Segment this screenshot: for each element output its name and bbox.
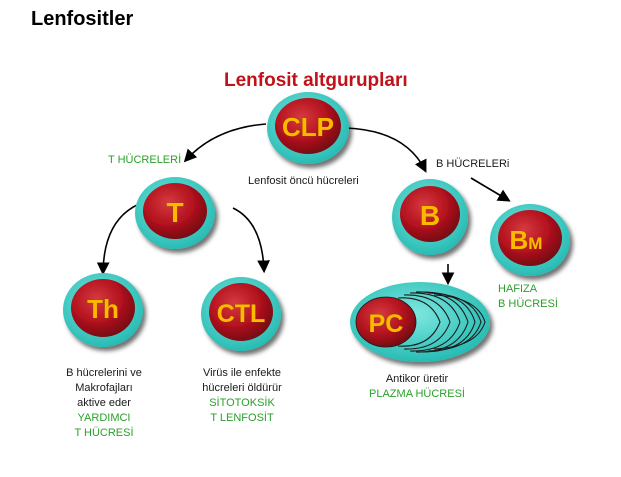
th-desc-line-2: Makrofajları — [75, 382, 133, 394]
clp-caption: Lenfosit öncü hücreleri — [248, 175, 359, 187]
ctl-label: CTL — [217, 300, 266, 328]
b-cells-label: B HÜCRELERi — [436, 158, 510, 170]
arrow-t-to-th — [96, 203, 140, 276]
t-cell — [135, 177, 215, 249]
pc-er-lines — [397, 291, 486, 353]
ctl-cell — [201, 277, 281, 351]
ctl-desc-line-1: Virüs ile enfekte — [202, 367, 282, 379]
th-cell — [63, 273, 143, 347]
bm-label: BM — [510, 225, 543, 255]
t-label: T — [166, 197, 183, 228]
th-green-line-2: T HÜCRESİ — [74, 427, 134, 439]
bm-label-sub: M — [528, 234, 542, 253]
page-title: Lenfositler — [31, 8, 134, 30]
bm-label-main: B — [510, 225, 529, 255]
pc-desc-line-1: Antikor üretir — [385, 373, 449, 385]
ctl-desc-line-2: hücreleri öldürür — [202, 382, 282, 394]
pc-green-line-1: PLAZMA HÜCRESİ — [369, 388, 465, 400]
th-green-line-1: YARDIMCI — [77, 412, 131, 424]
clp-label: CLP — [282, 112, 334, 142]
b-label: B — [420, 200, 440, 231]
th-label: Th — [87, 294, 119, 324]
ctl-green-line-1: SİTOTOKSİK — [209, 397, 275, 409]
memory-line-2: B HÜCRESİ — [498, 298, 558, 310]
arrow-clp-to-t — [183, 123, 267, 163]
memory-line-1: HAFIZA — [498, 283, 538, 295]
pc-caption: Antikor üretir PLAZMA HÜCRESİ — [352, 372, 482, 402]
pc-nucleus — [355, 296, 417, 348]
arrow-clp-to-b — [344, 127, 427, 173]
pc-label: PC — [369, 310, 404, 338]
t-cells-label: T HÜCRELERİ — [108, 154, 182, 166]
th-desc-line-3: aktive eder — [77, 397, 131, 409]
th-desc-line-1: B hücrelerini ve — [66, 367, 142, 379]
memory-cell-caption: HAFIZA B HÜCRESİ — [498, 282, 558, 312]
th-caption: B hücrelerini ve Makrofajları aktive ede… — [52, 366, 156, 441]
b-cell — [392, 179, 468, 255]
bm-cell — [490, 204, 570, 276]
arrow-b-to-bm — [470, 177, 511, 202]
arrow-t-to-ctl — [232, 207, 270, 274]
clp-cell — [267, 92, 349, 164]
ctl-green-line-2: T LENFOSİT — [210, 412, 274, 424]
diagram-title: Lenfosit altgurupları — [224, 70, 408, 91]
ctl-caption: Virüs ile enfekte hücreleri öldürür SİTO… — [190, 366, 294, 426]
